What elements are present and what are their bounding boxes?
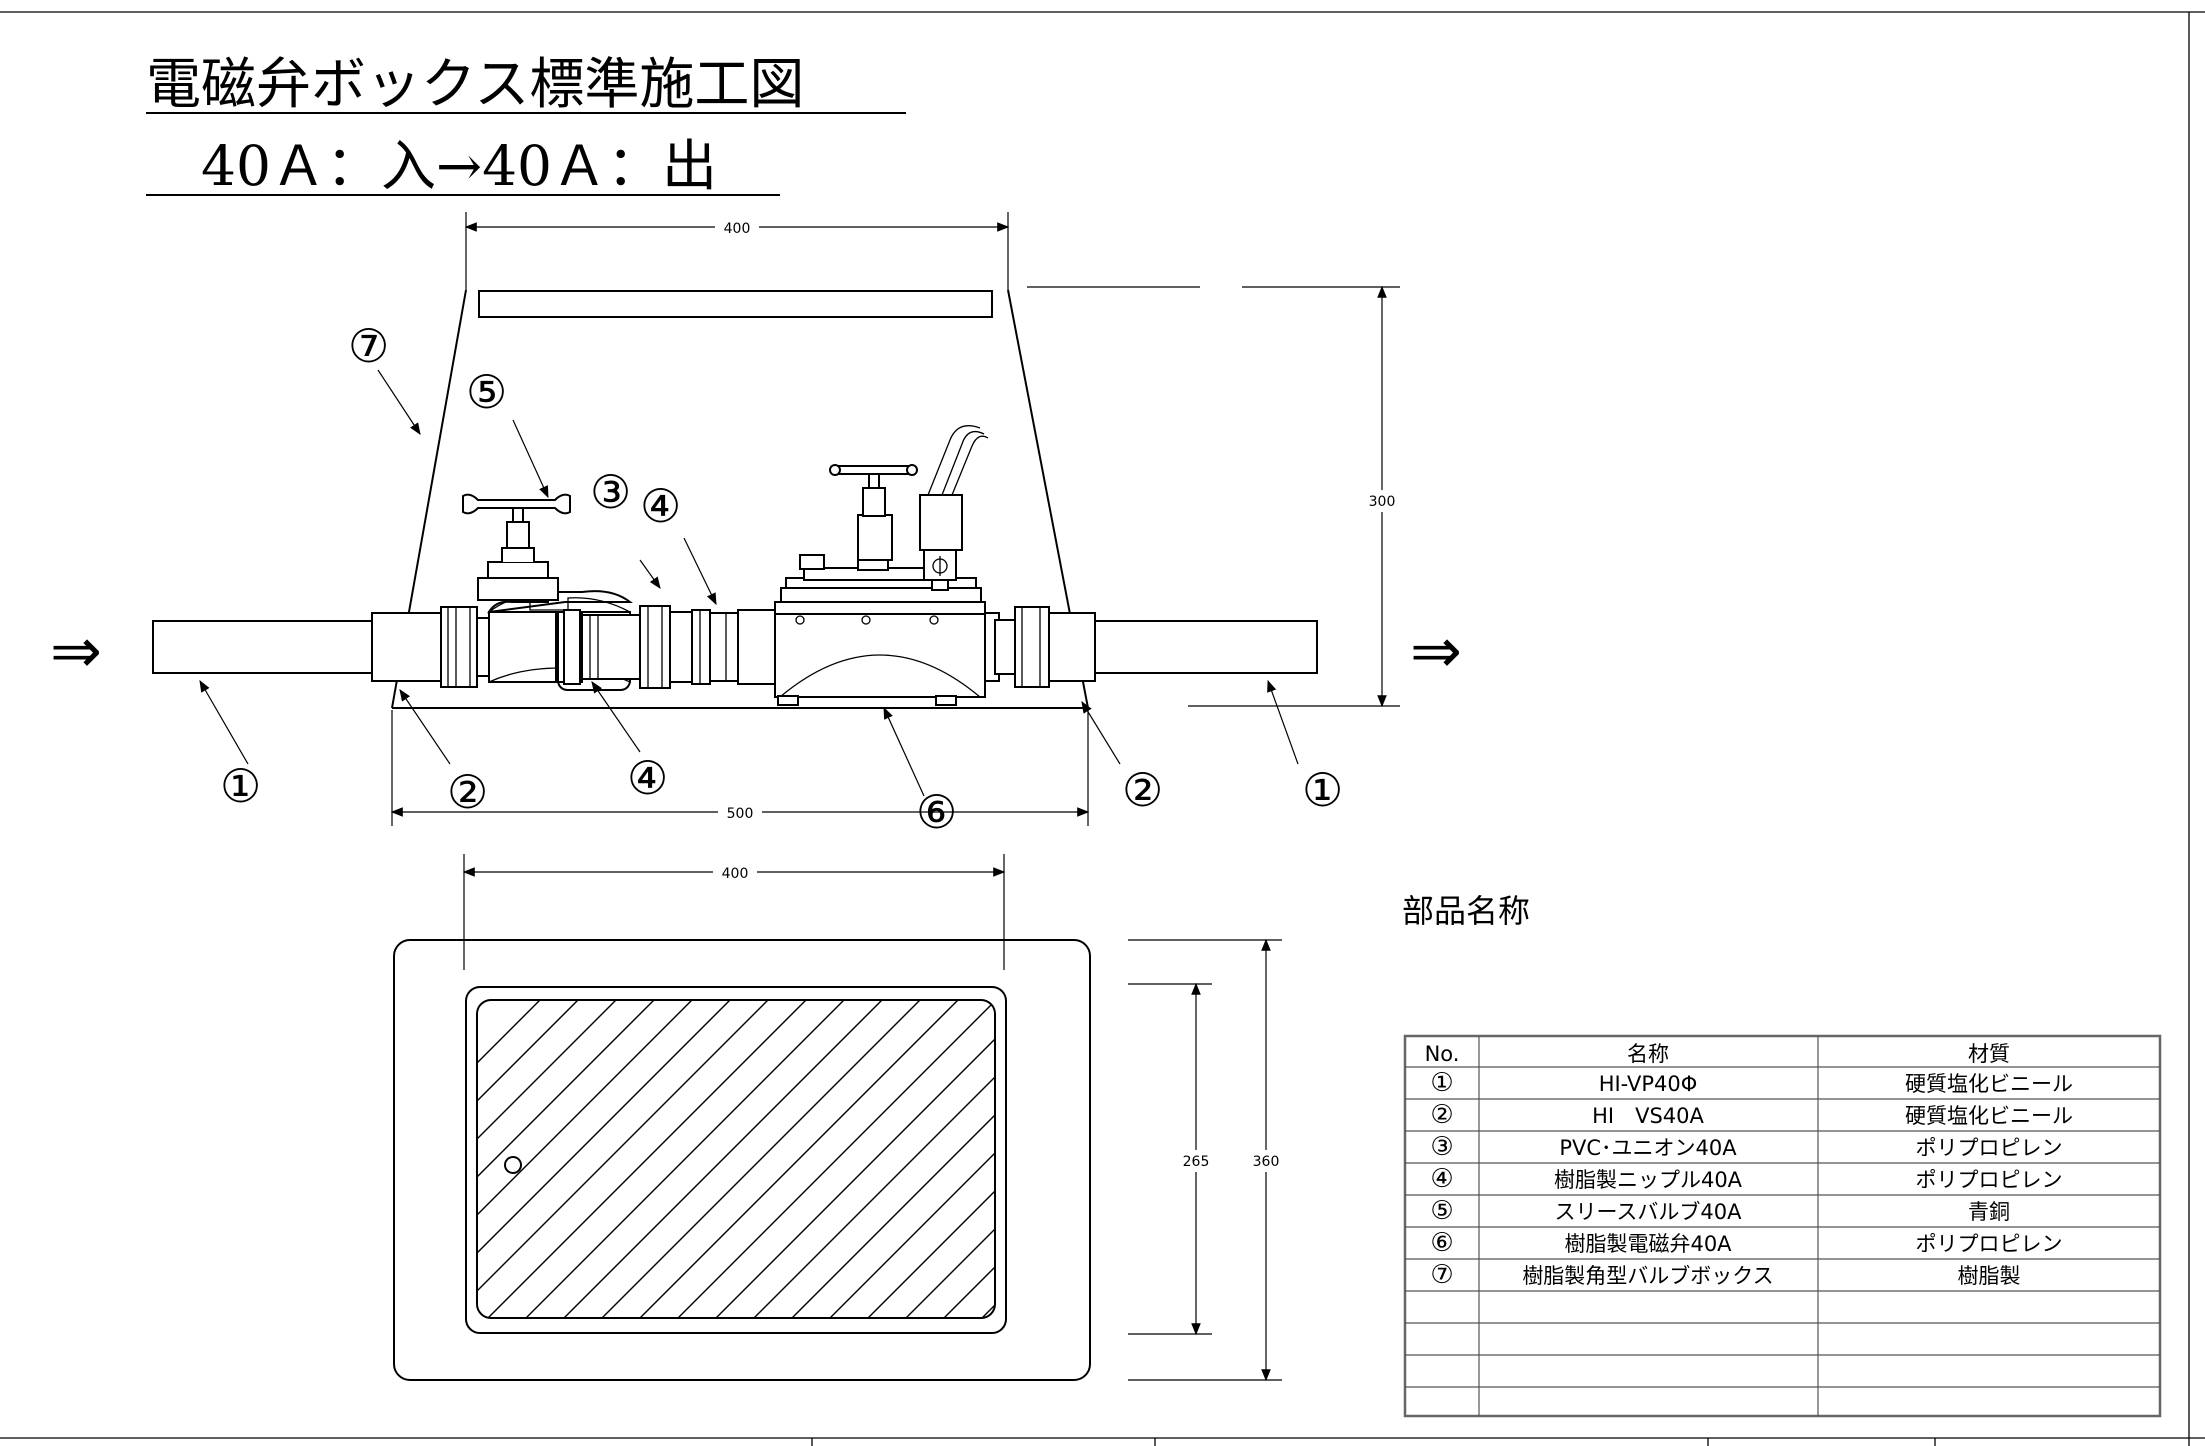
row-no: ① [1430, 1068, 1453, 1098]
parts-table: No. 名称 材質 ① HI-VP40Φ 硬質塩化ビニール ② HI VS40A 硬質塩化… [1403, 1034, 2162, 1418]
dim-label-360: 360 [1253, 1154, 1280, 1170]
callout-7: ⑦ [348, 319, 389, 373]
row-name: HI VS40A [1592, 1104, 1704, 1128]
drawing-frame [0, 11, 2205, 1446]
dim-label-400-top: 400 [724, 221, 751, 237]
row-material: 硬質塩化ビニール [1905, 1072, 2073, 1096]
row-name: HI-VP40Φ [1599, 1072, 1698, 1096]
lid-hatching [477, 1000, 995, 1318]
pipe-outlet [1024, 612, 1318, 682]
parts-heading: 部品名称 [1402, 892, 1530, 930]
box-lid [478, 290, 993, 318]
row-material: 青銅 [1968, 1200, 2010, 1224]
row-no: ④ [1430, 1164, 1453, 1194]
plan-lid [476, 999, 996, 1319]
dimension-plan-width: 400 [462, 854, 1006, 970]
header-name: 名称 [1627, 1042, 1669, 1066]
row-no: ⑦ [1430, 1260, 1453, 1290]
callout-6: ⑥ [916, 785, 957, 839]
dimension-bottom-width: 500 [390, 710, 1090, 826]
callout-2-left: ② [447, 765, 488, 819]
dimension-box-height: 300 [1027, 285, 1402, 708]
drawing-title: 電磁弁ボックス標準施工図 40Ａ：入→40Ａ：出 [146, 52, 906, 198]
row-name: 樹脂製電磁弁40A [1564, 1232, 1732, 1256]
title-line-2: 40Ａ：入→40Ａ：出 [146, 134, 717, 198]
callout-2-right: ② [1122, 763, 1163, 817]
header-no: No. [1425, 1042, 1460, 1066]
pvc-union [557, 605, 711, 689]
dim-label-400-plan: 400 [722, 866, 749, 882]
row-material: 硬質塩化ビニール [1905, 1104, 2073, 1128]
dimension-top-width: 400 [464, 212, 1010, 290]
callout-3: ③ [590, 465, 631, 519]
row-material: ポリプロピレン [1916, 1168, 2063, 1192]
dim-label-500: 500 [727, 806, 754, 822]
row-material: ポリプロピレン [1916, 1232, 2063, 1256]
callout-leaders [199, 369, 1299, 797]
dim-label-300: 300 [1369, 494, 1396, 510]
dimension-plan-depth: 265 360 [1128, 938, 1287, 1382]
dim-label-265: 265 [1183, 1154, 1210, 1170]
solenoid-socket-left [737, 609, 776, 685]
lid-keyhole [504, 1156, 522, 1174]
pipe-inlet [152, 612, 453, 682]
plan-view: 400 265 360 [393, 854, 1287, 1382]
row-material: 樹脂製 [1958, 1264, 2021, 1288]
row-material: ポリプロピレン [1916, 1136, 2063, 1160]
row-name: 樹脂製角型バルブボックス [1522, 1264, 1773, 1288]
union-fitting-right [994, 606, 1050, 688]
row-no: ⑤ [1430, 1196, 1453, 1226]
callout-4-upper: ④ [640, 479, 681, 533]
parts-list: 部品名称 No. 名称 材質 ① HI-VP40Φ 硬質塩化ビニール ② HI VS40… [1402, 892, 2162, 1418]
resin-nipple [709, 612, 739, 682]
elevation-view: 400 300 500 ⇒ ⇒ [50, 212, 1462, 839]
callout-4-lower: ④ [627, 751, 668, 805]
row-no: ③ [1430, 1132, 1453, 1162]
row-no: ② [1430, 1100, 1453, 1130]
plan-box-outer [393, 939, 1091, 1381]
callout-5: ⑤ [466, 365, 507, 419]
row-name: スリースバルブ40A [1554, 1200, 1742, 1224]
flow-in-arrow: ⇒ [50, 614, 102, 687]
header-material: 材質 [1968, 1042, 2010, 1066]
union-fitting-left [440, 606, 490, 688]
flow-out-arrow: ⇒ [1410, 614, 1462, 687]
row-name: 樹脂製ニップル40A [1554, 1168, 1743, 1192]
callout-1-right: ① [1302, 763, 1343, 817]
solenoid-valve [774, 425, 989, 706]
callout-1-left: ① [220, 759, 261, 813]
plan-lid-frame [465, 986, 1007, 1334]
callout-numbers: ① ② ④ ⑥ ② ① ③ ④ ⑤ ⑦ [220, 319, 1343, 839]
title-line-1: 電磁弁ボックス標準施工図 [146, 52, 804, 116]
row-name: PVC･ユニオン40A [1559, 1136, 1737, 1160]
row-no: ⑥ [1430, 1228, 1453, 1258]
